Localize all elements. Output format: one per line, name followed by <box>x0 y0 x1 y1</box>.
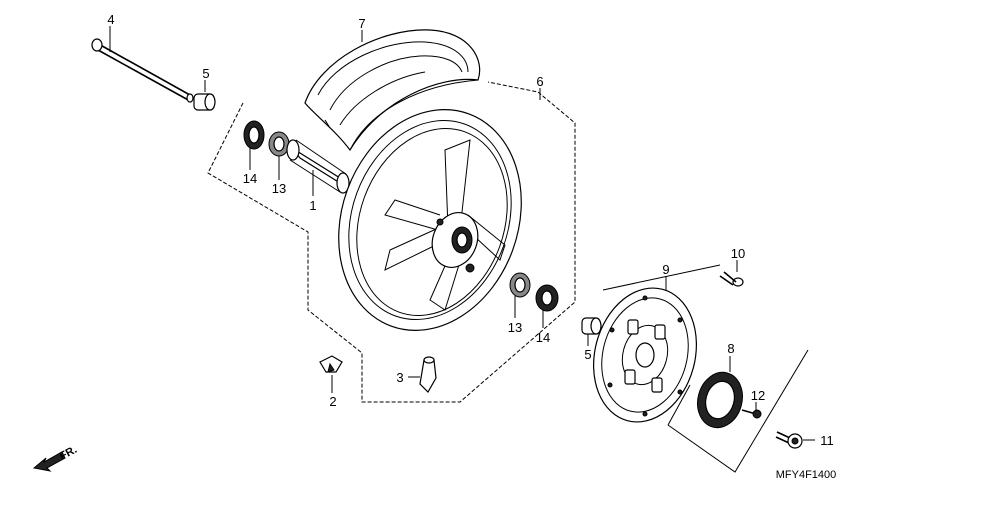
seal-right-part <box>509 272 531 298</box>
callout-7: 6 <box>536 74 543 89</box>
axle-part <box>91 38 194 103</box>
brake-disc-part <box>592 287 698 423</box>
callout-5-right: 5 <box>584 347 591 362</box>
tire-part <box>304 29 481 152</box>
disc-bolt-part <box>719 271 744 287</box>
callout-14-left: 14 <box>243 171 257 186</box>
wheel-part <box>338 109 522 331</box>
spacer-tube-part <box>286 139 350 194</box>
wheel-group-outline <box>207 81 576 403</box>
callout-13-right: 13 <box>508 320 522 335</box>
callout-1: 1 <box>309 198 316 213</box>
brake-group-outline <box>602 264 721 291</box>
callout-9: 9 <box>662 262 669 277</box>
collar-left-part <box>193 93 216 111</box>
callout-10: 10 <box>731 246 745 261</box>
callout-4: 4 <box>107 12 114 27</box>
callout-14-right: 14 <box>536 330 550 345</box>
callout-12: 12 <box>751 388 765 403</box>
callout-11: 11 <box>820 433 834 448</box>
pulser-screw-part <box>741 409 762 419</box>
callout-6: 8 <box>727 341 734 356</box>
bearing-left-part <box>243 120 265 150</box>
callout-13-left: 13 <box>272 181 286 196</box>
direction-label: FR. <box>58 444 79 463</box>
front-direction-arrow-icon <box>32 451 66 472</box>
pulser-ring-part <box>697 371 743 429</box>
valve-part <box>419 356 437 393</box>
callout-8: 7 <box>358 16 365 31</box>
collar-right-part <box>581 317 602 335</box>
callout-3: 3 <box>396 370 403 385</box>
seal-left-part <box>268 131 290 157</box>
callout-5-left: 5 <box>202 66 209 81</box>
diagram-code: MFY4F1400 <box>776 469 837 481</box>
flange-bolt-part <box>775 431 803 449</box>
balance-weight-part <box>319 355 343 373</box>
bearing-right-part <box>535 284 559 312</box>
callout-2: 2 <box>329 394 336 409</box>
